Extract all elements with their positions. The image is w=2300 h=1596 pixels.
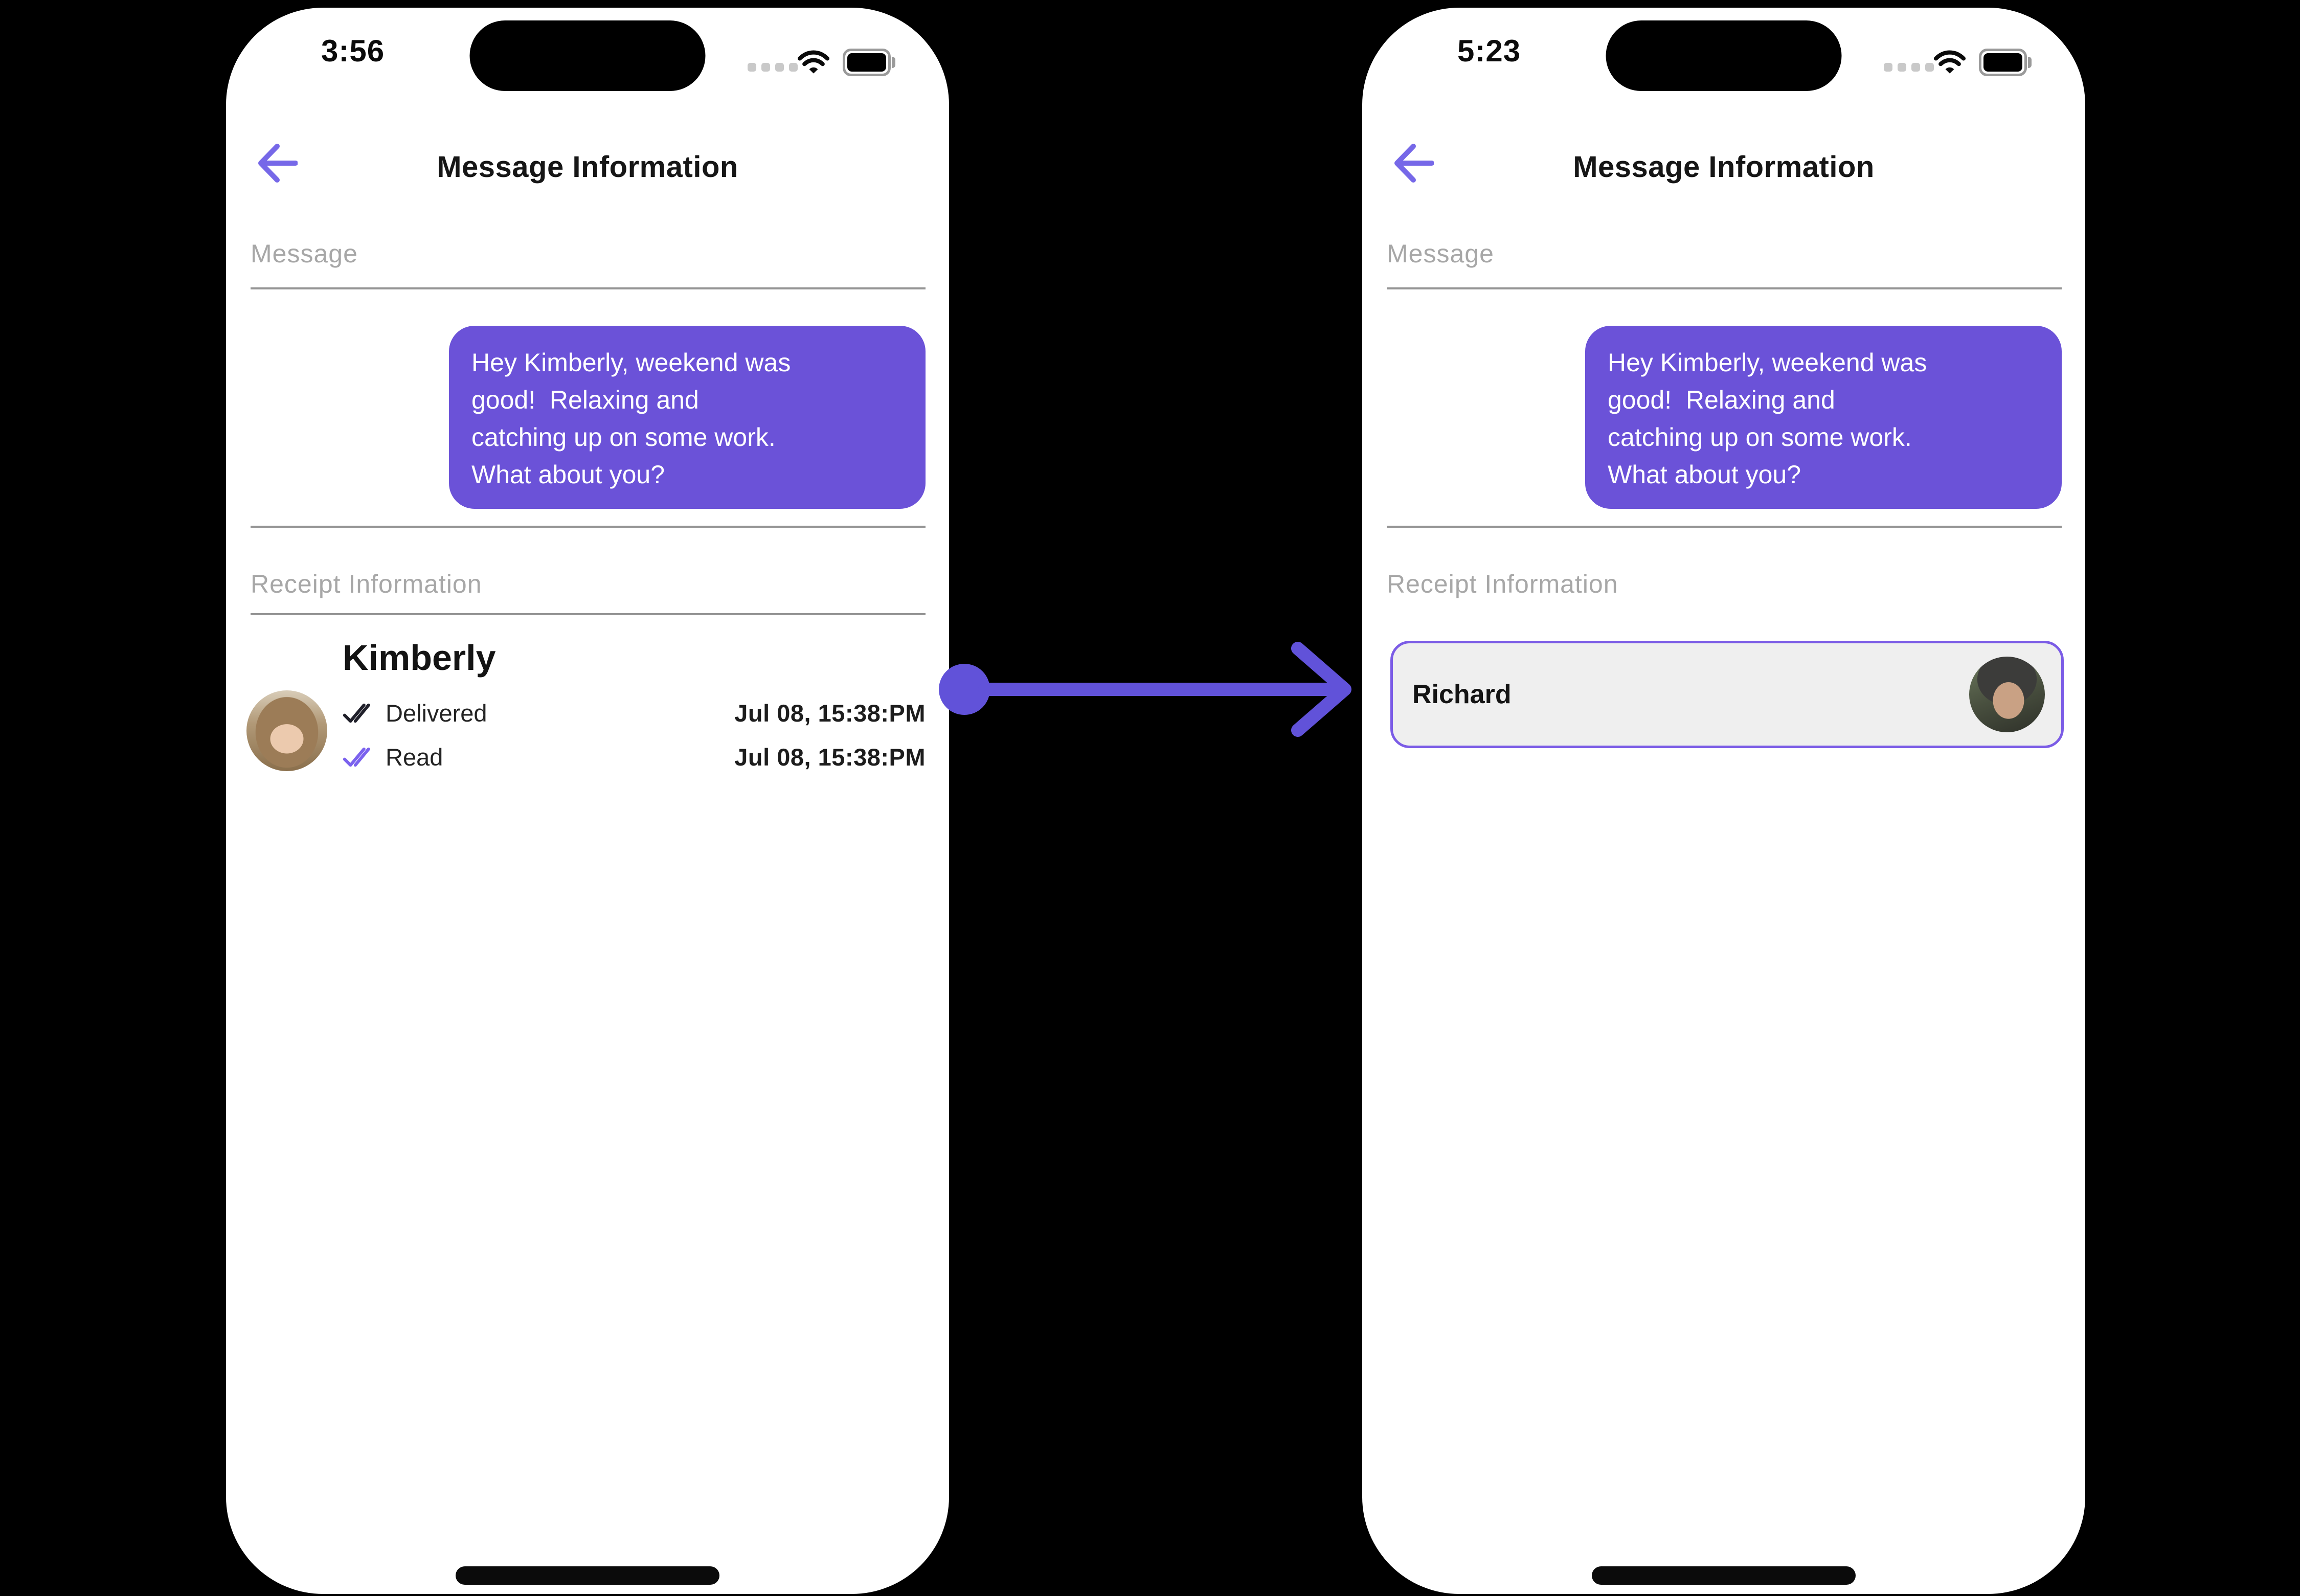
cellular-signal-icon (1884, 63, 1934, 72)
phone-right: 5:23 Message Information Message Hey Kim… (1362, 8, 2085, 1594)
read-double-check-icon (343, 747, 370, 767)
divider (251, 287, 926, 289)
recipient-card-richard[interactable]: Richard (1390, 641, 2064, 748)
cellular-signal-icon (748, 63, 798, 72)
home-indicator[interactable] (1592, 1566, 1856, 1585)
page-title: Message Information (437, 150, 738, 184)
receipt-section-label: Receipt Information (1387, 570, 1618, 598)
message-bubble-text: Hey Kimberly, weekend was good! Relaxing… (471, 348, 791, 489)
back-button[interactable] (251, 140, 298, 187)
read-timestamp: Jul 08, 15:38:PM (734, 743, 926, 771)
battery-icon (843, 49, 895, 76)
recipient-name: Kimberly (343, 638, 496, 678)
message-bubble: Hey Kimberly, weekend was good! Relaxing… (1585, 326, 2062, 509)
home-indicator[interactable] (456, 1566, 719, 1585)
message-bubble: Hey Kimberly, weekend was good! Relaxing… (449, 326, 926, 509)
status-time: 3:56 (321, 34, 385, 68)
read-label: Read (386, 743, 443, 771)
phone-left: 3:56 Message Information Message Hey Kim… (226, 8, 949, 1594)
receipt-detail: Kimberly Delivered Jul 08, 15:38:PM Read… (240, 638, 926, 793)
delivered-double-check-icon (343, 703, 370, 723)
delivered-timestamp: Jul 08, 15:38:PM (734, 699, 926, 727)
receipt-section-label: Receipt Information (251, 570, 482, 598)
page-title: Message Information (1573, 150, 1875, 184)
delivered-row: Delivered Jul 08, 15:38:PM (343, 696, 926, 729)
wifi-icon (797, 50, 830, 74)
message-section-label: Message (1387, 239, 1494, 268)
divider (1387, 526, 2062, 528)
divider (251, 526, 926, 528)
read-row: Read Jul 08, 15:38:PM (343, 740, 926, 773)
message-bubble-text: Hey Kimberly, weekend was good! Relaxing… (1608, 348, 1927, 489)
recipient-name: Richard (1412, 680, 1512, 709)
battery-icon (1979, 49, 2032, 76)
dynamic-island (469, 20, 706, 91)
divider (1387, 287, 2062, 289)
richard-avatar-photo (1969, 657, 2045, 732)
back-button[interactable] (1387, 140, 1434, 187)
divider (251, 613, 926, 615)
delivered-label: Delivered (386, 699, 487, 727)
kimberly-avatar-photo (246, 690, 327, 771)
transition-arrow (939, 642, 1351, 737)
status-time: 5:23 (1457, 34, 1521, 68)
message-section-label: Message (251, 239, 358, 268)
wifi-icon (1933, 50, 1966, 74)
dynamic-island (1606, 20, 1842, 91)
